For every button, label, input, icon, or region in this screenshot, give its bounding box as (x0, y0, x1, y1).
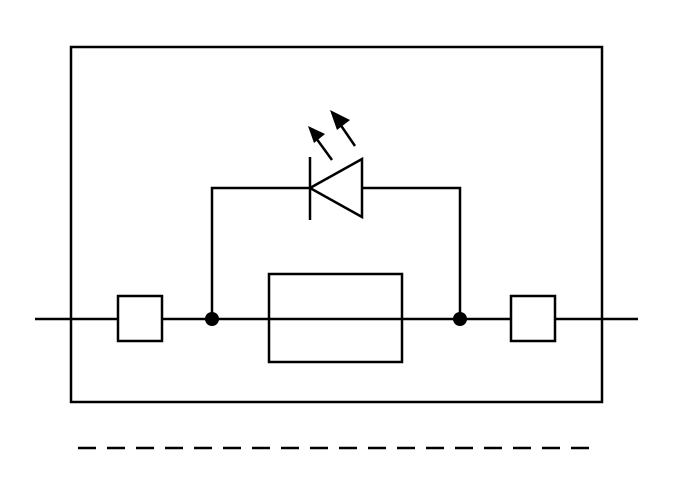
light-arrow-icon (308, 110, 357, 161)
left-terminal-icon (116, 294, 164, 343)
led-branch-right-wire (362, 186, 462, 319)
led-diode-icon (307, 156, 364, 220)
led-branch-left-wire (210, 186, 310, 319)
fuse-icon (267, 272, 404, 364)
right-terminal-icon (509, 294, 557, 343)
terminal-block-enclosure (69, 45, 604, 404)
